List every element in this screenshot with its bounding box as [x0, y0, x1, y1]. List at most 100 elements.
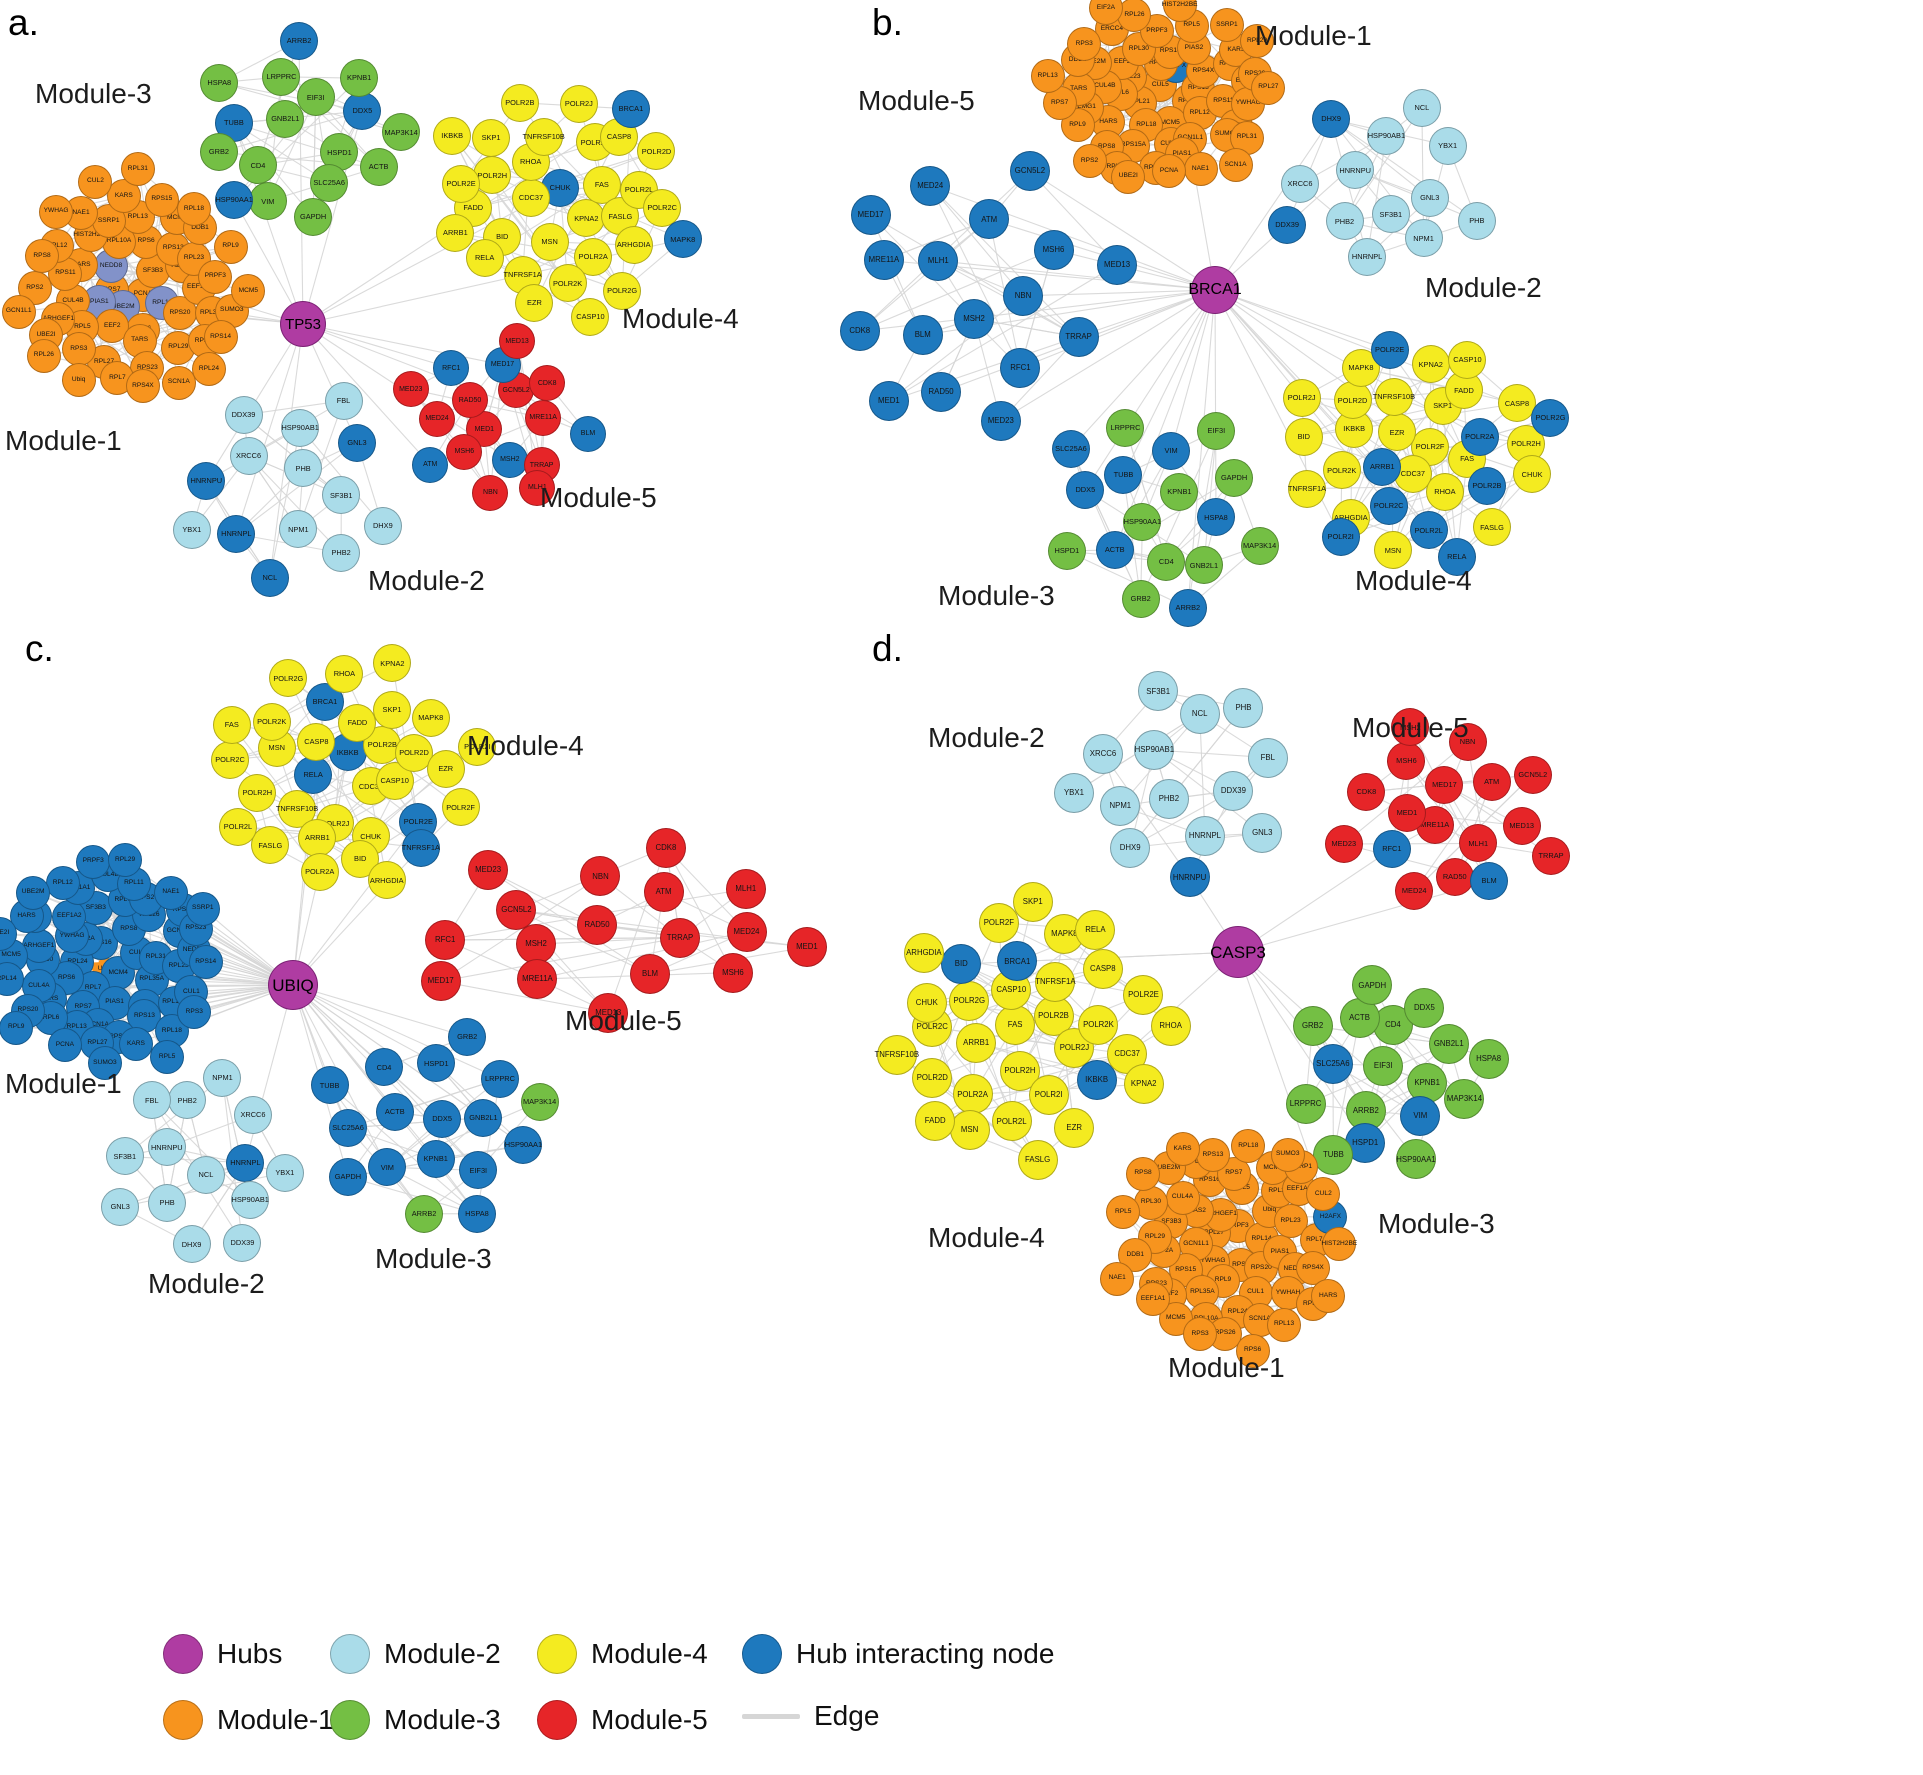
network-node-rpl24[interactable]: RPL24	[191, 352, 226, 387]
network-node-rpl5[interactable]: RPL5	[1106, 1194, 1141, 1229]
network-node-lrpprc[interactable]: LRPPRC	[1285, 1084, 1326, 1125]
network-node-vim[interactable]: VIM	[1400, 1096, 1441, 1137]
network-node-sf3b1[interactable]: SF3B1	[322, 476, 361, 515]
network-node-dhx9[interactable]: DHX9	[1312, 100, 1351, 139]
network-node-rpl12[interactable]: RPL12	[45, 865, 80, 900]
network-node-faslg[interactable]: FASLG	[1017, 1139, 1058, 1180]
network-node-ncl[interactable]: NCL	[1179, 693, 1220, 734]
network-node-polr2k[interactable]: POLR2K	[1322, 451, 1361, 490]
network-node-ddx39[interactable]: DDX39	[224, 395, 263, 434]
network-node-prpf3[interactable]: PRPF3	[76, 844, 111, 879]
network-node-rela[interactable]: RELA	[1075, 909, 1116, 950]
network-node-mre11a[interactable]: MRE11A	[517, 959, 558, 1000]
network-node-xrcc6[interactable]: XRCC6	[1280, 165, 1319, 204]
network-node-msn[interactable]: MSN	[1373, 531, 1412, 570]
network-node-arrb1[interactable]: ARRB1	[298, 818, 337, 857]
network-node-arrb1[interactable]: ARRB1	[956, 1022, 997, 1063]
network-node-gcn5l2[interactable]: GCN5L2	[496, 889, 537, 930]
network-node-polr2f[interactable]: POLR2F	[978, 902, 1019, 943]
network-node-ncl[interactable]: NCL	[1402, 88, 1441, 127]
network-node-sf3b1[interactable]: SF3B1	[105, 1137, 144, 1176]
network-node-phb2[interactable]: PHB2	[1325, 202, 1364, 241]
network-node-mlh1[interactable]: MLH1	[725, 869, 766, 909]
network-node-med24[interactable]: MED24	[419, 400, 455, 437]
network-node-hsp90ab1[interactable]: HSP90AB1	[1134, 729, 1175, 770]
network-node-lrpprc[interactable]: LRPPRC	[1106, 408, 1145, 447]
network-node-polr2g[interactable]: POLR2G	[269, 659, 308, 698]
network-node-mapk8[interactable]: MAPK8	[663, 220, 702, 259]
network-node-phb[interactable]: PHB	[1457, 201, 1496, 240]
network-node-polr2l[interactable]: POLR2L	[991, 1101, 1032, 1142]
network-node-mapk8[interactable]: MAPK8	[411, 698, 450, 737]
network-node-med24[interactable]: MED24	[726, 911, 767, 952]
network-node-atm[interactable]: ATM	[412, 446, 449, 483]
network-node-med17[interactable]: MED17	[420, 961, 461, 1002]
network-node-polr2e[interactable]: POLR2E	[442, 164, 481, 203]
network-node-cul2[interactable]: CUL2	[78, 164, 113, 199]
network-node-ybx1[interactable]: YBX1	[1053, 773, 1094, 814]
network-node-rad50[interactable]: RAD50	[577, 904, 618, 945]
network-node-atm[interactable]: ATM	[1472, 762, 1511, 801]
network-node-med13[interactable]: MED13	[499, 323, 536, 360]
network-node-npm1[interactable]: NPM1	[1100, 785, 1141, 826]
hub-node-ubiq[interactable]: UBIQ	[268, 960, 318, 1010]
network-node-rpl26[interactable]: RPL26	[26, 338, 61, 373]
network-node-polr2a[interactable]: POLR2A	[300, 852, 339, 891]
network-node-rps3[interactable]: RPS3	[1183, 1316, 1218, 1351]
network-node-rela[interactable]: RELA	[294, 756, 333, 794]
network-node-slc25a6[interactable]: SLC25A6	[329, 1108, 368, 1147]
network-node-bid[interactable]: BID	[941, 944, 982, 985]
network-node-mlh1[interactable]: MLH1	[918, 240, 959, 281]
network-node-slc25a6[interactable]: SLC25A6	[1312, 1044, 1353, 1085]
network-node-msh6[interactable]: MSH6	[1387, 742, 1426, 781]
network-node-hnrnpl[interactable]: HNRNPL	[1348, 237, 1387, 276]
hub-node-casp3[interactable]: CASP3	[1210, 926, 1266, 978]
network-node-polr2e[interactable]: POLR2E	[1123, 974, 1164, 1015]
network-node-hnrnpl[interactable]: HNRNPL	[217, 514, 256, 553]
network-node-pcna[interactable]: PCNA	[1152, 154, 1187, 189]
network-node-ezr[interactable]: EZR	[1378, 413, 1417, 452]
network-node-casp10[interactable]: CASP10	[1448, 341, 1487, 380]
network-node-polr2j[interactable]: POLR2J	[559, 85, 598, 124]
network-node-hars[interactable]: HARS	[1311, 1279, 1346, 1314]
network-node-eif3i[interactable]: EIF3I	[296, 78, 335, 117]
network-node-cdk8[interactable]: CDK8	[529, 365, 566, 402]
network-node-nbn[interactable]: NBN	[472, 474, 509, 511]
network-node-lrpprc[interactable]: LRPPRC	[480, 1059, 519, 1098]
network-node-rps2[interactable]: RPS2	[1072, 143, 1107, 178]
network-node-nae1[interactable]: NAE1	[1100, 1261, 1135, 1296]
hub-node-brca1[interactable]: BRCA1	[1188, 266, 1242, 314]
network-node-nae1[interactable]: NAE1	[1183, 151, 1218, 186]
network-node-gcn1l1[interactable]: GCN1L1	[1, 294, 36, 329]
network-node-tnfrsf1a[interactable]: TNFRSF1A	[1035, 961, 1076, 1002]
network-node-kpnb1[interactable]: KPNB1	[1160, 473, 1199, 512]
network-node-vim[interactable]: VIM	[1152, 431, 1191, 470]
network-node-polr2g[interactable]: POLR2G	[949, 980, 990, 1021]
network-node-phb[interactable]: PHB	[1223, 687, 1264, 728]
network-node-med17[interactable]: MED17	[1425, 765, 1464, 804]
network-node-brca1[interactable]: BRCA1	[997, 941, 1038, 982]
network-node-rpl13[interactable]: RPL13	[1267, 1307, 1302, 1342]
network-node-arrb2[interactable]: ARRB2	[405, 1194, 444, 1233]
network-node-grb2[interactable]: GRB2	[1121, 580, 1160, 619]
network-node-nbn[interactable]: NBN	[1003, 275, 1043, 316]
network-node-hspa8[interactable]: HSPA8	[200, 63, 239, 102]
network-node-rfc1[interactable]: RFC1	[425, 920, 466, 961]
network-node-vim[interactable]: VIM	[368, 1148, 407, 1187]
network-node-ddx39[interactable]: DDX39	[1268, 205, 1307, 244]
network-node-med23[interactable]: MED23	[980, 400, 1021, 441]
network-node-blm[interactable]: BLM	[902, 315, 943, 356]
network-node-cd4[interactable]: CD4	[239, 146, 277, 185]
network-node-prpf3[interactable]: PRPF3	[198, 259, 233, 294]
network-node-casp8[interactable]: CASP8	[1497, 384, 1536, 423]
network-node-xrcc6[interactable]: XRCC6	[233, 1096, 272, 1135]
network-node-cul4a[interactable]: CUL4A	[1165, 1180, 1200, 1215]
network-node-phb2[interactable]: PHB2	[168, 1081, 207, 1120]
network-node-ybx1[interactable]: YBX1	[172, 510, 211, 549]
network-node-ddx5[interactable]: DDX5	[1066, 470, 1105, 509]
network-node-polr2k[interactable]: POLR2K	[548, 264, 587, 303]
network-node-gnl3[interactable]: GNL3	[1410, 179, 1449, 218]
network-node-rfc1[interactable]: RFC1	[433, 350, 470, 387]
network-node-actb[interactable]: ACTB	[1095, 530, 1134, 569]
network-node-rfc1[interactable]: RFC1	[1372, 829, 1411, 868]
